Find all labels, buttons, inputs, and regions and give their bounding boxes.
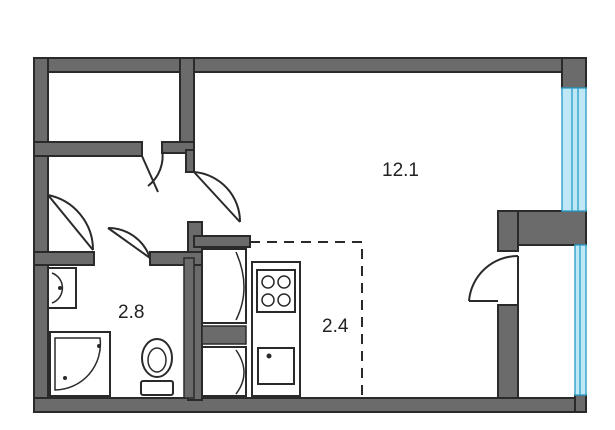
storage-bottom-wall — [33, 141, 143, 157]
toilet-icon — [140, 338, 174, 396]
kitchen-zone-boundary — [250, 241, 363, 398]
bathroom-right-wall — [183, 257, 195, 399]
doors — [47, 148, 242, 259]
living-door-leaf — [193, 171, 241, 223]
front-door-leaf — [47, 194, 94, 251]
living-door-arc — [193, 171, 242, 223]
bathroom-area-label: 2.8 — [118, 302, 144, 323]
left-wall — [33, 57, 49, 413]
entrance-jamb-top — [497, 210, 519, 252]
interior-walls — [33, 57, 251, 401]
bottom-wall — [33, 397, 587, 413]
kitchen-zone: 2.4 — [201, 241, 363, 398]
kitchen-cabinet-lower-arc — [235, 349, 245, 395]
hall-jamb — [185, 149, 195, 173]
window-upper — [561, 87, 587, 212]
storage-door-leaf — [141, 155, 159, 193]
washbasin-icon — [47, 267, 77, 309]
entrance-jamb-bottom — [497, 304, 519, 399]
partition-upper — [179, 57, 195, 154]
bathroom: 2.8 — [47, 267, 174, 397]
right-wall-upper — [561, 57, 587, 89]
right-wall-lower — [574, 394, 587, 413]
entrance-door-arc — [468, 254, 519, 302]
living-room-area-label: 12.1 — [382, 160, 419, 181]
storage-bottom-wall-right — [161, 141, 195, 154]
kitchen-cabinet-upper — [201, 248, 247, 324]
kitchen-area-label: 2.4 — [322, 316, 349, 337]
storage-door-arc — [147, 148, 164, 187]
kitchen-cabinet-upper-arc — [235, 251, 245, 321]
bathroom-door-arc — [107, 226, 151, 259]
shower-tray-icon — [49, 331, 111, 397]
bathroom-door-leaf — [107, 227, 151, 259]
kitchen-top-wall — [193, 235, 251, 248]
windows — [561, 87, 587, 396]
entrance — [468, 210, 519, 399]
stove-icon — [256, 269, 296, 313]
front-door-arc — [47, 194, 95, 251]
top-wall — [33, 57, 587, 73]
bathroom-top-wall — [33, 251, 95, 266]
kitchen-sink-icon — [257, 347, 295, 385]
kitchen-cabinet-divider — [201, 325, 247, 345]
